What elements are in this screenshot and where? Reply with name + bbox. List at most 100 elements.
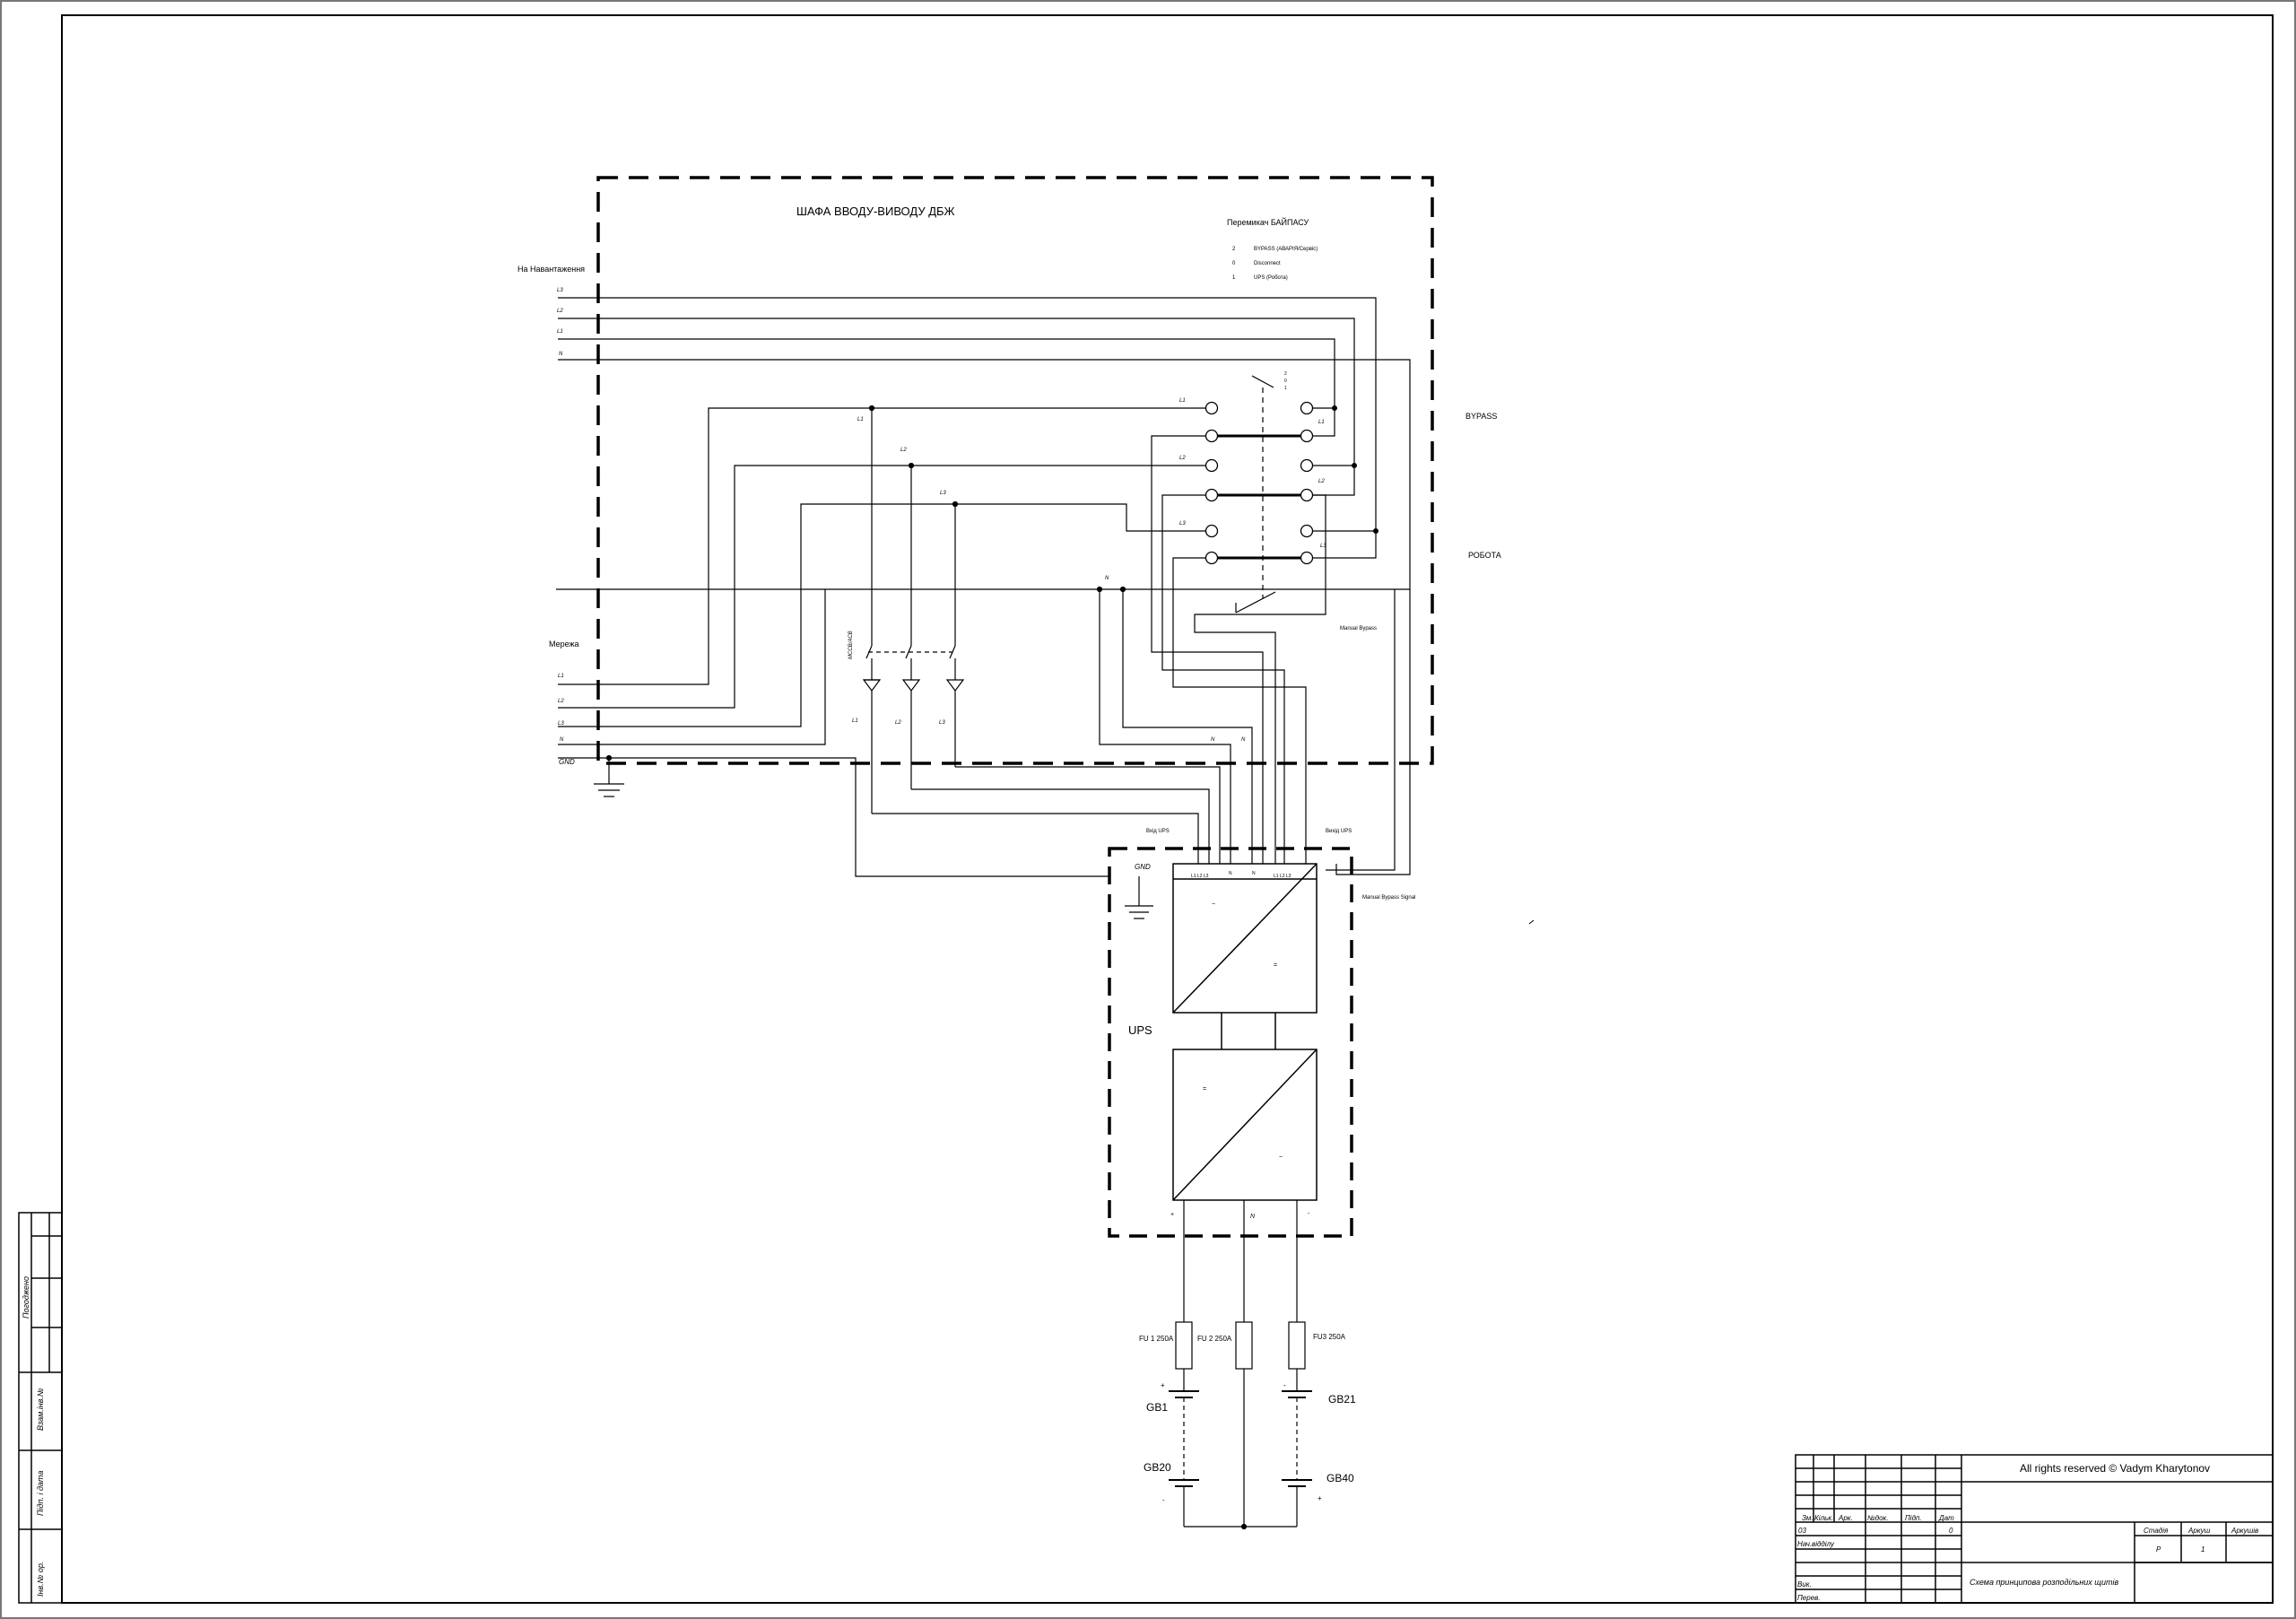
legend-num-2: 2 xyxy=(1232,247,1236,252)
battery-gb40: GB40 xyxy=(1326,1472,1354,1484)
brk-out-l1: L1 xyxy=(852,718,858,724)
inv-ac: ~ xyxy=(1279,1154,1283,1161)
work-label: РОБОТА xyxy=(1468,551,1501,560)
gb1-plus: + xyxy=(1161,1381,1165,1389)
bypass-switch-bridges xyxy=(1218,375,1378,614)
tb-row-a-6: 0 xyxy=(1949,1527,1953,1535)
mains-l1: L1 xyxy=(558,674,564,679)
ups-ground xyxy=(1125,876,1153,919)
legend-text-0: Disconnect xyxy=(1254,261,1281,266)
bypass-switch-contacts xyxy=(1205,401,1314,565)
bypass-switch-legend: 2 BYPASS (АВАРІЯ/Сервіс) 0 Disconnect 1 … xyxy=(1232,247,1318,281)
strip-approved: Погоджено xyxy=(22,1276,30,1319)
gb21-minus: - xyxy=(1283,1381,1286,1389)
sw-out-l1: L1 xyxy=(1318,420,1325,425)
ups-title: UPS xyxy=(1128,1023,1152,1037)
tap-l2: L2 xyxy=(900,448,907,453)
ups-out-label: Вихід UPS xyxy=(1326,829,1352,834)
tb-col-sign: Підп. xyxy=(1905,1514,1922,1522)
load-l1: L1 xyxy=(557,329,563,335)
rectifier-block xyxy=(1172,863,1318,1049)
fuse-1-label: FU 1 250A xyxy=(1139,1335,1174,1343)
fuse-2-label: FU 2 250A xyxy=(1197,1335,1232,1343)
ups-output-wires xyxy=(1151,435,1411,875)
manual-bypass-signal-label: Manual Bypass Signal xyxy=(1362,895,1415,901)
tb-role-head: Нач.відділу xyxy=(1797,1540,1835,1548)
cabinet-frame xyxy=(596,176,1434,765)
tb-col-date: Дат xyxy=(1938,1514,1954,1522)
tb-role-exec: Вик. xyxy=(1797,1580,1812,1589)
strip-replaces-inv: Взам.інв.№ xyxy=(36,1388,45,1431)
ups-out-l: L1 L2 L3 xyxy=(1274,874,1292,879)
brk-out-l2: L2 xyxy=(895,720,901,726)
sw-in-l3: L3 xyxy=(1179,521,1186,527)
dc-minus: - xyxy=(1308,1211,1310,1217)
load-l2: L2 xyxy=(557,309,563,314)
load-l3: L3 xyxy=(557,288,563,293)
copyright: All rights reserved © Vadym Kharytonov xyxy=(2020,1462,2210,1475)
tap-l1: L1 xyxy=(857,417,864,422)
mains-label: Мережа xyxy=(549,640,579,648)
ups-in-n-1: N xyxy=(1211,737,1215,743)
cabinet-ground xyxy=(594,754,624,797)
tb-stage-head: Стадія xyxy=(2144,1527,2169,1535)
bypass-label: BYPASS xyxy=(1465,412,1497,421)
lever-mark-0: 0 xyxy=(1284,379,1287,384)
drawing-frame xyxy=(61,14,2274,1604)
ups-frame xyxy=(1108,847,1353,1238)
legend-num-1: 1 xyxy=(1232,275,1236,281)
left-approval-strip xyxy=(18,1212,63,1604)
inverter-block xyxy=(1172,1049,1318,1201)
legend-text-1: UPS (Робота) xyxy=(1254,275,1288,281)
cabinet-title: ШАФА ВВОДУ-ВИВОДУ ДБЖ xyxy=(796,205,955,218)
battery-gb1: GB1 xyxy=(1146,1401,1168,1414)
tb-col-qty: Кільк. xyxy=(1814,1514,1833,1522)
tb-sheet: 1 xyxy=(2201,1545,2205,1554)
load-n: N xyxy=(559,352,563,357)
gb20-minus: - xyxy=(1162,1496,1165,1504)
mains-lines xyxy=(558,407,1212,877)
gb40-plus: + xyxy=(1318,1494,1322,1502)
ups-in-label: Вхід UPS xyxy=(1146,829,1170,834)
inv-dc: = xyxy=(1203,1086,1206,1092)
tb-col-change: Зм. xyxy=(1802,1514,1813,1522)
mains-n: N xyxy=(560,737,564,743)
tap-l3: L3 xyxy=(940,491,946,496)
title-block xyxy=(1795,1454,2274,1604)
mains-l2: L2 xyxy=(558,699,564,704)
fuse-3-label: FU3 250A xyxy=(1313,1333,1346,1341)
bypass-switch-title: Перемикач БАЙПАСУ xyxy=(1227,217,1309,227)
dc-wiring xyxy=(1169,1200,1312,1530)
load-label: На Навантаження xyxy=(517,265,585,274)
brk-out-l3: L3 xyxy=(939,720,945,726)
mains-gnd: GND xyxy=(559,758,575,766)
tb-sheet-head: Аркуш xyxy=(2187,1527,2211,1535)
dc-plus: + xyxy=(1170,1212,1174,1218)
breaker-taps xyxy=(862,405,965,814)
tb-sheets-head: Аркушів xyxy=(2231,1527,2258,1535)
tb-stage: Р xyxy=(2156,1545,2161,1554)
ups-in-l: L1 L2 L3 xyxy=(1191,874,1209,879)
ups-in-n: N xyxy=(1229,871,1232,876)
manual-bypass-label: Manual Bypass xyxy=(1340,626,1377,631)
rect-dc: = xyxy=(1274,962,1277,969)
mains-l3: L3 xyxy=(558,721,564,727)
ups-gnd-label: GND xyxy=(1135,863,1151,871)
tb-role-check: Перев. xyxy=(1797,1594,1821,1602)
sw-in-l2: L2 xyxy=(1179,456,1186,461)
load-lines xyxy=(556,297,1411,590)
legend-num-0: 0 xyxy=(1232,261,1236,266)
tb-col-doc: №док. xyxy=(1867,1514,1889,1522)
battery-gb21: GB21 xyxy=(1328,1393,1356,1406)
n-bus-label: N xyxy=(1105,576,1109,581)
battery-gb20: GB20 xyxy=(1144,1461,1171,1474)
ups-in-n-2: N xyxy=(1241,737,1246,743)
sw-out-l2: L2 xyxy=(1318,479,1325,484)
ups-input-wires xyxy=(872,586,1253,864)
lever-mark-2: 2 xyxy=(1284,371,1287,377)
strip-inv-orig: Інв.№ ор. xyxy=(36,1562,45,1597)
sw-out-l3: L3 xyxy=(1320,544,1326,549)
ups-out-n: N xyxy=(1252,871,1256,876)
breaker-label: MCCB/ACB xyxy=(848,631,854,659)
